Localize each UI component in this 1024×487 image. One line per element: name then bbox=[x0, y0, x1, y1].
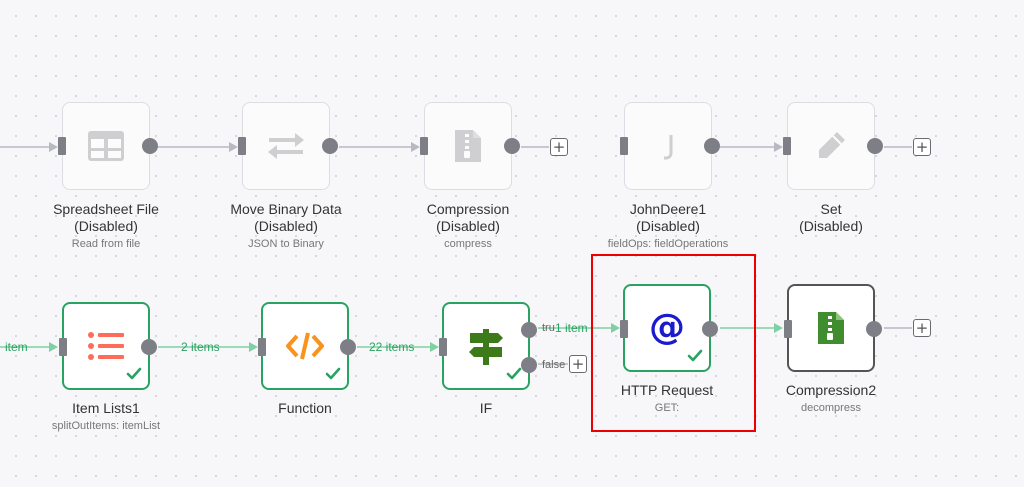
table-icon bbox=[86, 126, 126, 166]
arrow-into-spreadsheet bbox=[49, 142, 58, 152]
pencil-icon bbox=[811, 126, 851, 166]
node-status: (Disabled) bbox=[74, 218, 138, 234]
branch-label-false: false bbox=[542, 359, 566, 371]
node-title: Move Binary Data bbox=[230, 201, 342, 217]
node-title: Set bbox=[820, 201, 842, 217]
input-port[interactable] bbox=[784, 320, 792, 338]
node-move-binary-data[interactable] bbox=[238, 102, 338, 190]
arrow-into-compression bbox=[411, 142, 420, 152]
input-port[interactable] bbox=[783, 137, 791, 155]
node-http-request[interactable]: @ bbox=[620, 284, 718, 372]
node-label-function: Function bbox=[215, 400, 395, 417]
output-port[interactable] bbox=[704, 138, 720, 154]
input-port[interactable] bbox=[238, 137, 246, 155]
output-port[interactable] bbox=[504, 138, 520, 154]
output-port[interactable] bbox=[866, 321, 882, 337]
success-check-icon bbox=[687, 349, 703, 362]
edge-label-2-items: 2 items bbox=[181, 340, 220, 354]
node-label-move-binary-data: Move Binary Data (Disabled) JSON to Bina… bbox=[196, 201, 376, 251]
node-title: Function bbox=[278, 400, 332, 416]
list-icon bbox=[86, 326, 126, 366]
node-title: Spreadsheet File bbox=[53, 201, 159, 217]
node-status: (Disabled) bbox=[636, 218, 700, 234]
zip-file-icon bbox=[811, 308, 851, 348]
output-port[interactable] bbox=[702, 321, 718, 337]
success-check-icon bbox=[126, 367, 142, 380]
node-subtitle: decompress bbox=[801, 402, 861, 414]
success-check-icon bbox=[506, 367, 522, 380]
output-port[interactable] bbox=[142, 138, 158, 154]
code-icon bbox=[285, 326, 325, 366]
node-item-lists1[interactable] bbox=[59, 302, 157, 390]
arrows-exchange-icon bbox=[266, 126, 306, 166]
node-set[interactable] bbox=[783, 102, 883, 190]
zip-file-icon bbox=[448, 126, 488, 166]
node-subtitle: splitOutItems: itemList bbox=[51, 420, 161, 432]
input-port[interactable] bbox=[420, 137, 428, 155]
node-title: Item Lists1 bbox=[72, 400, 140, 416]
input-port[interactable] bbox=[59, 338, 67, 356]
node-title: IF bbox=[479, 400, 493, 416]
svg-text:@: @ bbox=[649, 308, 685, 348]
input-port[interactable] bbox=[258, 338, 266, 356]
node-subtitle: fieldOps: fieldOperations bbox=[607, 238, 729, 250]
node-label-set: Set (Disabled) bbox=[741, 201, 921, 235]
node-label-compression: Compression (Disabled) compress bbox=[378, 201, 558, 251]
node-label-johndeere1: JohnDeere1 (Disabled) fieldOps: fieldOpe… bbox=[578, 201, 758, 251]
node-compression2[interactable] bbox=[784, 284, 882, 372]
input-port[interactable] bbox=[439, 338, 447, 356]
node-compression[interactable] bbox=[420, 102, 520, 190]
edge-label-item: item bbox=[5, 340, 28, 354]
node-subtitle: GET: bbox=[654, 402, 680, 414]
johndeere-icon bbox=[648, 126, 688, 166]
arrow-into-http bbox=[611, 323, 620, 333]
node-if[interactable] bbox=[439, 302, 537, 390]
output-port[interactable] bbox=[322, 138, 338, 154]
node-status: (Disabled) bbox=[799, 218, 863, 234]
node-label-http-request: HTTP Request GET: bbox=[577, 382, 757, 415]
node-status: (Disabled) bbox=[436, 218, 500, 234]
arrow-into-function bbox=[249, 342, 258, 352]
node-label-if: IF bbox=[396, 400, 576, 417]
output-port[interactable] bbox=[141, 339, 157, 355]
output-port[interactable] bbox=[867, 138, 883, 154]
arrow-into-itemlists bbox=[49, 342, 58, 352]
input-port[interactable] bbox=[620, 320, 628, 338]
input-port[interactable] bbox=[620, 137, 628, 155]
add-node-button[interactable]: + bbox=[550, 138, 568, 156]
input-port[interactable] bbox=[58, 137, 66, 155]
node-subtitle: compress bbox=[444, 238, 492, 250]
arrow-into-set bbox=[774, 142, 783, 152]
output-port[interactable] bbox=[340, 339, 356, 355]
node-status: (Disabled) bbox=[254, 218, 318, 234]
node-title: Compression2 bbox=[785, 382, 877, 398]
node-label-item-lists1: Item Lists1 splitOutItems: itemList bbox=[16, 400, 196, 433]
branch-label-true: tru bbox=[542, 322, 555, 334]
node-label-spreadsheet-file: Spreadsheet File (Disabled) Read from fi… bbox=[16, 201, 196, 251]
output-port-false[interactable] bbox=[521, 357, 537, 373]
add-node-button[interactable]: + bbox=[913, 138, 931, 156]
success-check-icon bbox=[325, 367, 341, 380]
node-function[interactable] bbox=[258, 302, 356, 390]
at-icon: @ bbox=[647, 308, 687, 348]
node-spreadsheet-file[interactable] bbox=[58, 102, 158, 190]
edge-label-1-item: 1 item bbox=[555, 321, 588, 335]
output-port-true[interactable] bbox=[521, 322, 537, 338]
signpost-icon bbox=[466, 326, 506, 366]
node-label-compression2: Compression2 decompress bbox=[741, 382, 921, 415]
node-title: HTTP Request bbox=[620, 382, 714, 398]
edge-label-22-items: 22 items bbox=[369, 340, 415, 354]
arrow-into-if bbox=[430, 342, 439, 352]
node-subtitle: JSON to Binary bbox=[248, 238, 324, 250]
arrow-into-compression2 bbox=[774, 323, 783, 333]
arrow-into-move bbox=[229, 142, 238, 152]
add-node-button[interactable]: + bbox=[913, 319, 931, 337]
node-title: JohnDeere1 bbox=[629, 201, 707, 217]
node-subtitle: Read from file bbox=[71, 238, 141, 250]
node-title: Compression bbox=[426, 201, 510, 217]
add-node-button[interactable]: + bbox=[569, 355, 587, 373]
node-johndeere1[interactable] bbox=[620, 102, 720, 190]
